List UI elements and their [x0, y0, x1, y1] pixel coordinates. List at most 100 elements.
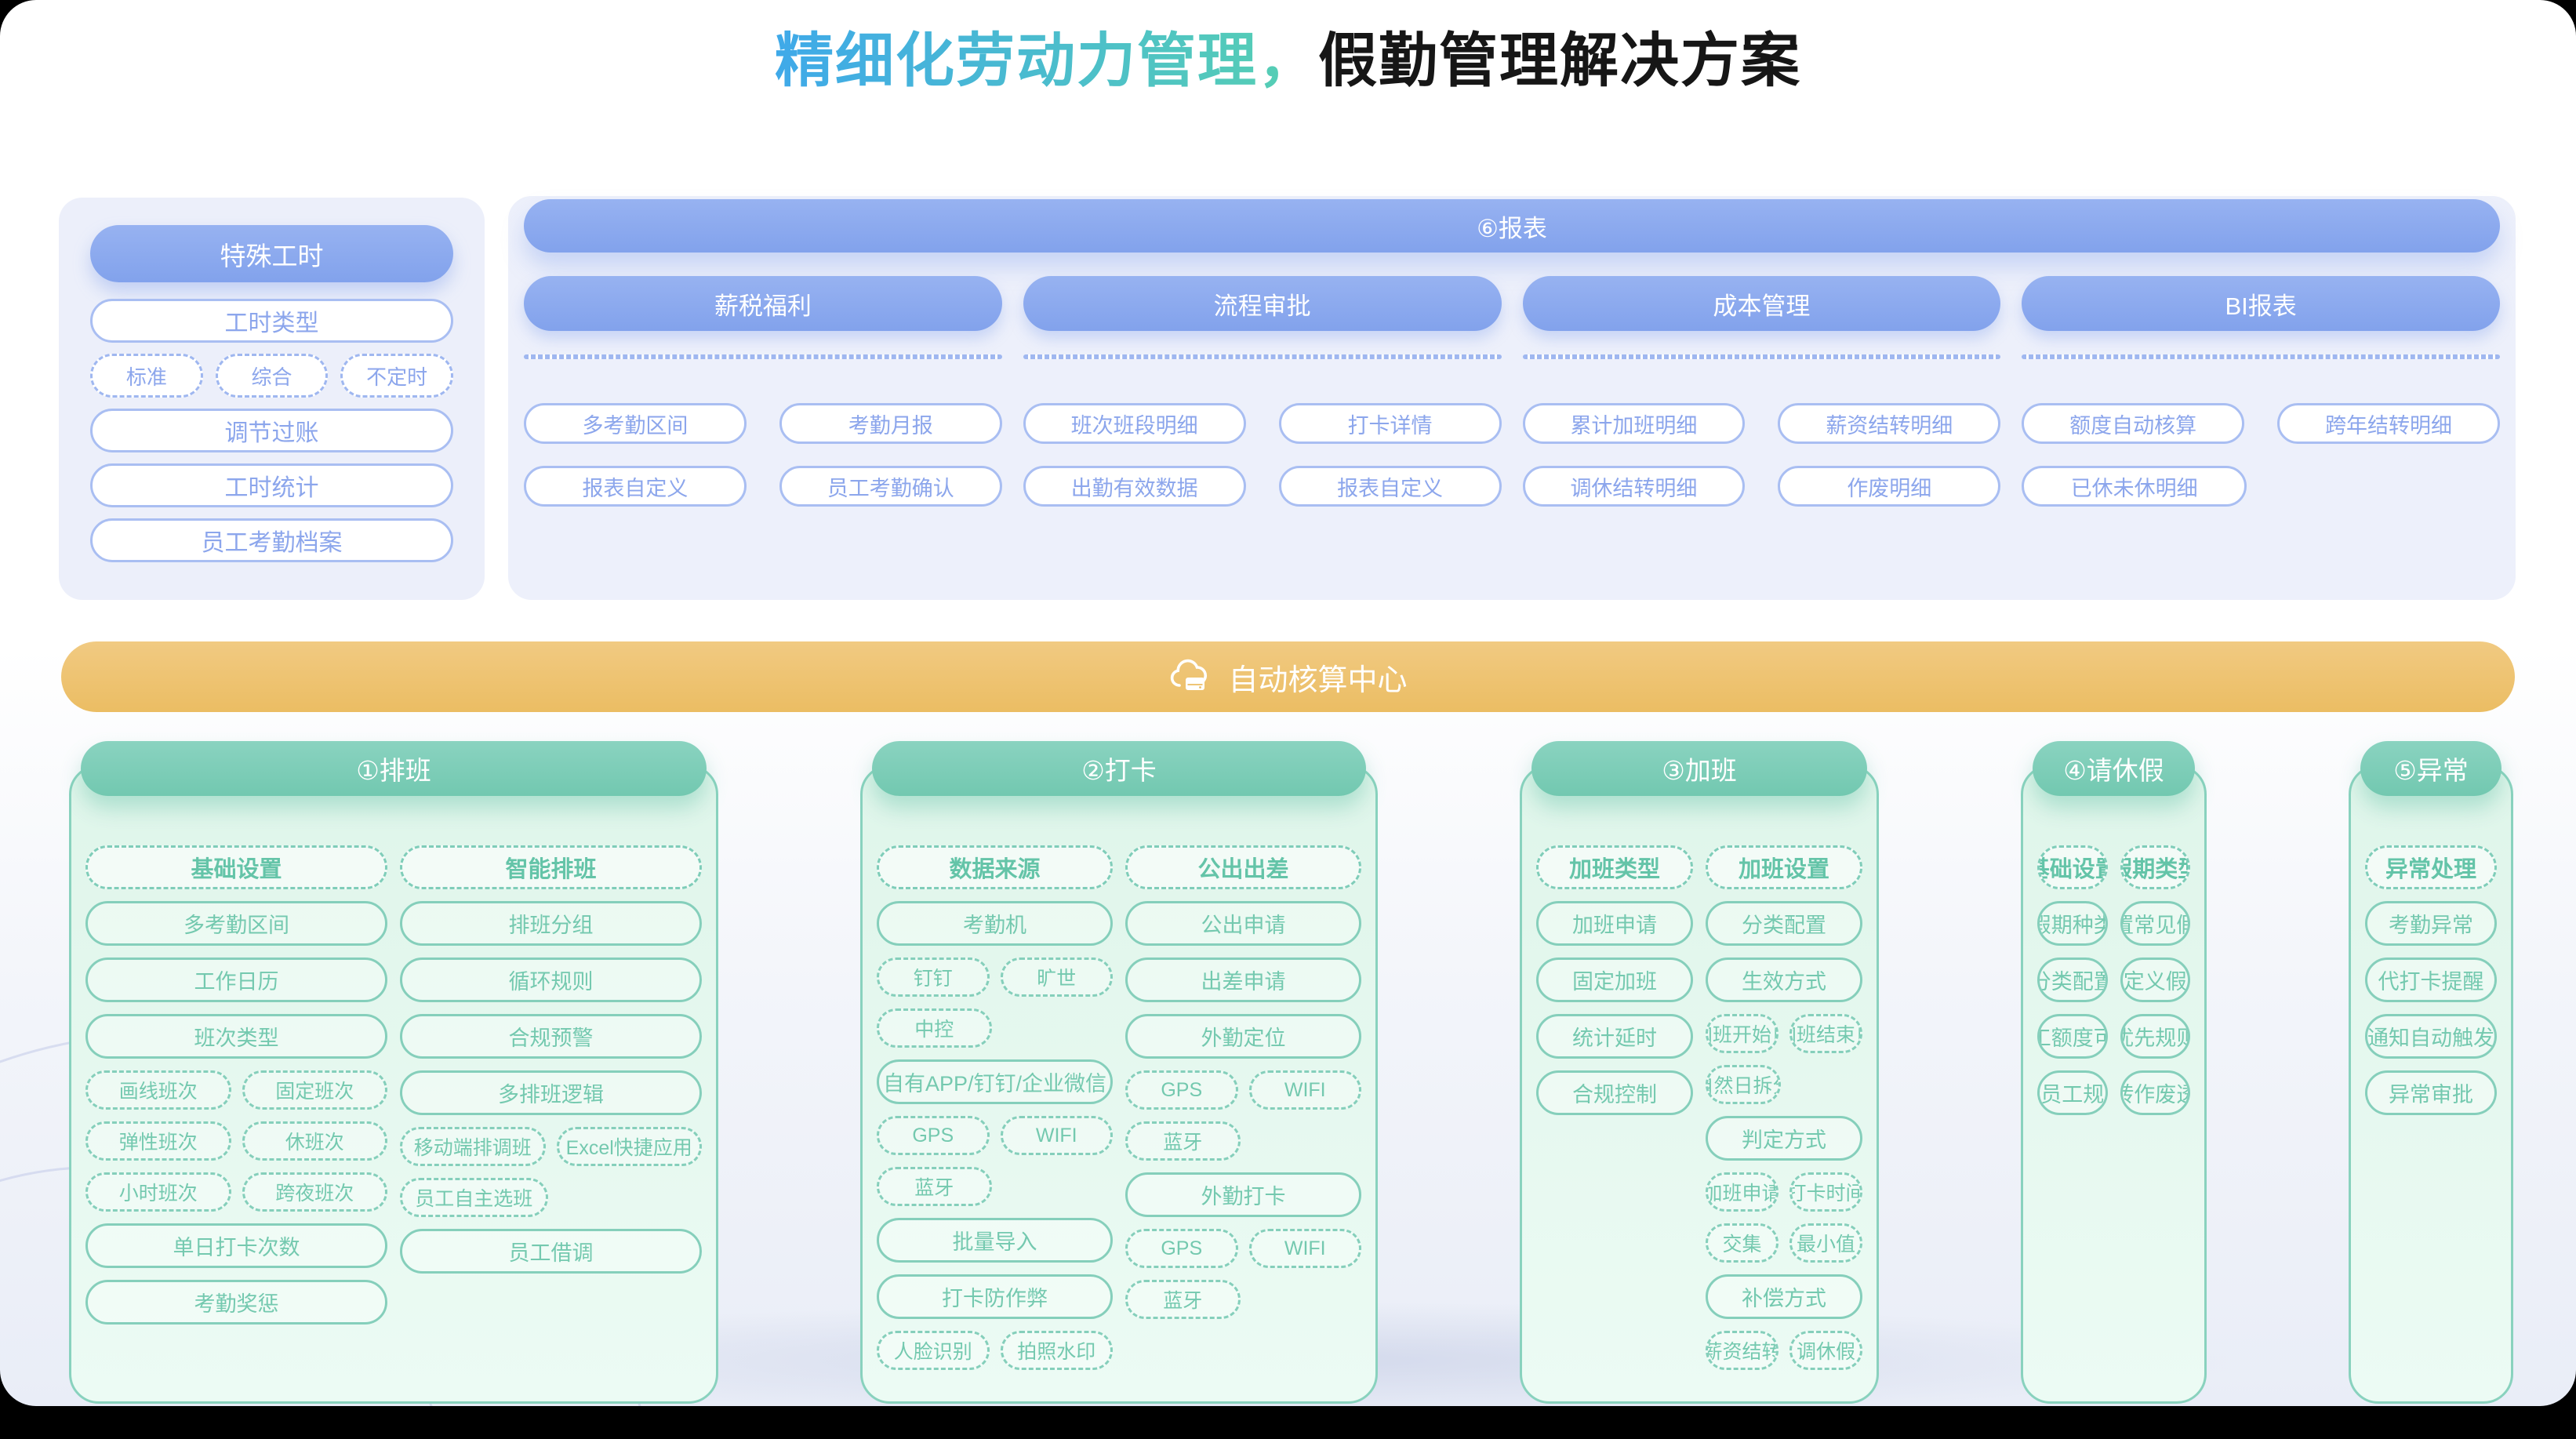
feature-pill: 交集 — [1706, 1223, 1778, 1263]
pill-row: 多考勤区间 — [85, 901, 387, 946]
pill-row: 员工自主选班 — [400, 1178, 702, 1217]
feature-pill: 优先规则 — [2120, 1014, 2190, 1059]
feature-pill: 调休结转明细 — [1522, 466, 1746, 507]
process-panel-columns: 数据来源 考勤机 — [877, 845, 1361, 1370]
process-panel-column: 数据来源 考勤机 — [877, 845, 1113, 1370]
feature-pill: 统计延时 — [1536, 1014, 1693, 1059]
feature-pill: 代打卡提醒 — [2365, 958, 2497, 1002]
feature-pill: 报表自定义 — [1278, 466, 1502, 507]
pill-row: 假期类型 — [2120, 845, 2190, 889]
pill-row: 公出出差 — [1125, 845, 1361, 889]
feature-pill: 额度自动核算 — [2022, 403, 2245, 444]
pill-row: 钉钉 旷世 — [877, 958, 1113, 997]
feature-pill: 报表自定义 — [524, 466, 747, 507]
pill-row: 数据来源 — [877, 845, 1113, 889]
reports-column: BI报表 假期报表 额度自动核算 跨年结转明细 — [2022, 276, 2500, 507]
pill-row: 自然日拆分 — [1706, 1065, 1862, 1104]
feature-pill: 中控 — [877, 1008, 992, 1048]
reports-column-subheader: 假期报表 — [2022, 354, 2500, 359]
feature-pill: 跨夜班次 — [242, 1172, 387, 1212]
feature-pill: 员工自主选班 — [400, 1178, 548, 1217]
pill-row: 出勤有效数据 报表自定义 — [1023, 466, 1502, 507]
pill-row: 标准 综合 不定时 — [90, 354, 454, 398]
pill-row: 考勤异常 — [2365, 901, 2497, 946]
page-title-accent: 精细化劳动力管理， — [774, 27, 1318, 93]
pill-row: 统计延时 — [1536, 1014, 1693, 1059]
pill-row: 交集 最小值 — [1706, 1223, 1862, 1263]
page-title-plain: 假勤管理解决方案 — [1318, 27, 1802, 93]
feature-pill: GPS — [1125, 1070, 1238, 1110]
feature-pill: 加班设置 — [1706, 845, 1862, 889]
pill-row: 分类配置 — [1706, 901, 1862, 946]
feature-pill: 蓝牙 — [1125, 1121, 1241, 1161]
feature-pill: 加班开始日 — [1706, 1014, 1778, 1053]
pill-row: 小时班次 跨夜班次 — [85, 1172, 387, 1212]
feature-pill: 工作日历 — [85, 958, 387, 1002]
pill-row: 员工额度可见 — [2037, 1014, 2108, 1059]
feature-pill: 假期类型 — [2120, 845, 2190, 889]
feature-pill: 合规预警 — [400, 1014, 702, 1059]
pill-row: 合规预警 — [400, 1014, 702, 1059]
cloud-server-icon — [1168, 659, 1212, 695]
feature-pill: 休班次 — [242, 1121, 387, 1161]
pill-row: 加班设置 — [1706, 845, 1862, 889]
feature-pill: GPS — [1125, 1229, 1238, 1268]
pill-row: 蓝牙 — [1125, 1280, 1361, 1319]
pill-row: 工时类型 — [90, 299, 453, 343]
pill-row: 累计加班明细 薪资结转明细 — [1522, 403, 2001, 444]
pill-row: 假期种类 — [2037, 901, 2108, 946]
process-panel-header: ⑤异常 — [2360, 741, 2502, 796]
process-panel: ②打卡 数据来源 — [860, 741, 1378, 1404]
feature-pill: 薪资结转明细 — [1778, 403, 2001, 444]
pill-row: 外勤定位 — [1125, 1014, 1361, 1059]
feature-pill: GPS — [877, 1116, 990, 1155]
pill-row: GPS WIFI — [877, 1116, 1113, 1155]
pill-row: 加班类型 — [1536, 845, 1693, 889]
feature-pill: 自定义假期 — [2120, 958, 2190, 1002]
feature-pill: 加班申请 — [1706, 1172, 1778, 1212]
page-card: 精细化劳动力管理，假勤管理解决方案 特殊工时 工时类型 标准 综合 — [0, 0, 2576, 1406]
feature-pill: 固定加班 — [1536, 958, 1693, 1002]
pill-row: 外勤打卡 — [1125, 1172, 1361, 1217]
feature-pill: 小时班次 — [85, 1172, 231, 1212]
pill-row: 蓝牙 — [877, 1167, 1113, 1206]
reports-column-header: 薪税福利 — [524, 276, 1002, 331]
feature-pill: 打卡时间 — [1789, 1172, 1862, 1212]
process-panel: ④请休假 基础设置 — [2021, 741, 2207, 1404]
feature-pill: 智能排班 — [400, 845, 702, 889]
pill-row: 多考勤区间 考勤月报 — [524, 403, 1002, 444]
process-panel-header: ②打卡 — [872, 741, 1366, 796]
pill-row: 画线班次 固定班次 — [85, 1070, 387, 1110]
feature-pill: 生效方式 — [1706, 958, 1862, 1002]
pill-row: 内置常见假期 — [2120, 901, 2190, 946]
reports-column: 薪税福利 考勤月报 多考勤区间 考勤月报 — [524, 276, 1002, 507]
reports-panel: ⑥报表 薪税福利 考勤月报 多考勤区间 — [508, 196, 2516, 600]
pill-row: 排班分组 — [400, 901, 702, 946]
reports-column-subheader: 加班报表 — [1522, 354, 2001, 359]
pill-row: 固定加班 — [1536, 958, 1693, 1002]
reports-column-header: 流程审批 — [1023, 276, 1502, 331]
feature-pill: 考勤奖惩 — [85, 1280, 387, 1325]
pill-row: 加班申请 打卡时间 — [1706, 1172, 1862, 1212]
auto-calculation-bar: 自动核算中心 — [61, 641, 2515, 712]
auto-calculation-label: 自动核算中心 — [1228, 663, 1408, 697]
feature-pill: 通知自动触发 — [2365, 1014, 2497, 1059]
feature-pill: 结转作废透支 — [2120, 1070, 2190, 1115]
feature-pill: 移动端排调班 — [400, 1127, 546, 1166]
feature-pill: 分类配置 — [2037, 958, 2108, 1002]
process-panel-column: 加班设置 分类配置 — [1706, 845, 1862, 1370]
feature-pill: 最小值 — [1789, 1223, 1862, 1263]
pill-row: GPS WIFI — [1125, 1229, 1361, 1268]
feature-pill: 合规控制 — [1536, 1070, 1693, 1115]
pill-row: 生效方式 — [1706, 958, 1862, 1002]
pill-row: 公出申请 — [1125, 901, 1361, 946]
feature-pill: 员工考勤确认 — [779, 466, 1002, 507]
pill-row: 调节过账 — [90, 409, 453, 452]
feature-pill: 标准 — [90, 354, 203, 398]
process-panel-columns: 异常处理 考勤异常 — [2365, 845, 2497, 1115]
feature-pill: 外勤定位 — [1125, 1014, 1361, 1059]
process-panel-header: ④请休假 — [2033, 741, 2195, 796]
reports-column-header: BI报表 — [2022, 276, 2500, 331]
pill-row: 弹性班次 休班次 — [85, 1121, 387, 1161]
pill-row: 补偿方式 — [1706, 1274, 1862, 1319]
